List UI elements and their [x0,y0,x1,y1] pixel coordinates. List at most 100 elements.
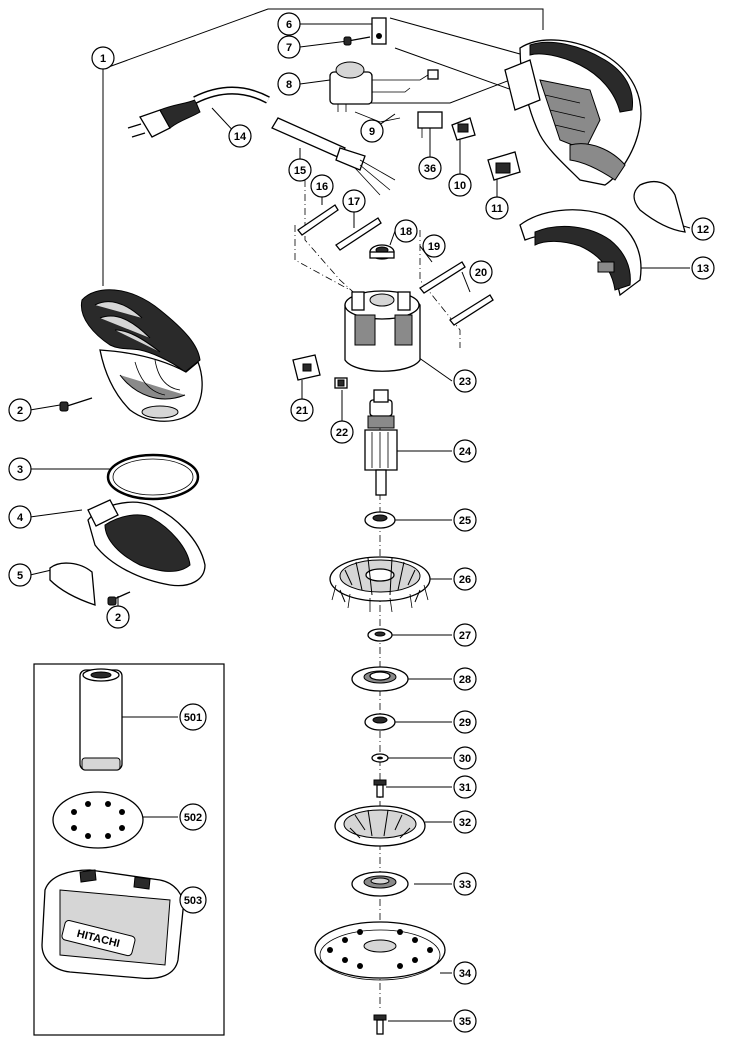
callout-16: 16 [310,174,334,198]
pad-part-34 [314,921,446,981]
callout-13-label: 13 [697,263,709,275]
sanding-disc-part-502 [52,791,144,849]
callout-8-label: 8 [286,79,292,91]
callout-30-label: 30 [459,753,471,765]
bearing-part-25 [364,511,396,529]
bearing-part-29 [364,713,396,731]
flap-part-5 [49,562,96,606]
callout-1-label: 1 [100,53,106,65]
callout-6: 6 [277,12,301,36]
callout-16-label: 16 [316,181,328,193]
callout-36: 36 [418,156,442,180]
callout-10: 10 [448,173,472,197]
callout-34: 34 [453,961,477,985]
callout-5-label: 5 [17,570,23,582]
callout-4: 4 [8,505,32,529]
terminal-part-17 [335,217,382,251]
callout-32-label: 32 [459,817,471,829]
callout-34-label: 34 [459,968,472,980]
callout-21-label: 21 [296,405,308,417]
callout-2-lower-label: 2 [115,612,121,624]
accessories-box [33,663,225,1036]
callout-28: 28 [453,667,477,691]
brush-part-22 [334,377,348,389]
callout-29: 29 [453,710,477,734]
o-ring-part-3 [106,453,200,501]
terminal-part-16 [297,204,339,236]
callout-15: 15 [288,158,312,182]
handle-housing-part-1 [80,289,203,422]
dust-cover-part-4 [87,499,206,587]
dust-canister-part-501 [79,668,123,771]
screw-part-2-lower [107,591,131,606]
callout-10-label: 10 [454,180,466,192]
callout-502-label: 502 [184,812,202,824]
callout-33: 33 [453,872,477,896]
callout-14: 14 [228,124,252,148]
callout-503-label: 503 [184,895,202,907]
callout-20: 20 [469,260,493,284]
callout-36-label: 36 [424,163,436,175]
callout-21: 21 [290,398,314,422]
callout-17: 17 [342,189,366,213]
callout-7-label: 7 [286,42,292,54]
pad-holder-part-33 [351,871,409,897]
callout-3: 3 [8,457,32,481]
housing-top-assembly [504,39,642,186]
callout-35-label: 35 [459,1016,471,1028]
brand-logo: HITACHI [61,919,136,957]
callout-15-label: 15 [294,165,306,177]
washer-part-30 [371,753,389,763]
callout-3-label: 3 [17,464,23,476]
callout-18-label: 18 [400,226,412,238]
fan-part-26 [329,556,431,613]
callout-7: 7 [277,35,301,59]
callout-23: 23 [453,369,477,393]
callout-8: 8 [277,72,301,96]
cord-armor-part-15 [271,117,396,196]
callout-11: 11 [485,196,509,220]
callout-2-upper: 2 [8,398,32,422]
callout-5: 5 [8,563,32,587]
bearing-part-18 [369,244,395,260]
callout-25-label: 25 [459,515,471,527]
callout-503: 503 [179,886,207,914]
callout-28-label: 28 [459,674,471,686]
callout-20-label: 20 [475,267,487,279]
callout-35: 35 [453,1009,477,1033]
lower-cover-part-13 [519,209,642,297]
switch-part-11 [487,151,521,181]
bolt-part-31 [373,779,387,798]
callout-26: 26 [453,567,477,591]
screw-part-2-upper [59,397,93,412]
callout-17-label: 17 [348,196,360,208]
connector-part-10 [451,117,476,141]
callout-32: 32 [453,810,477,834]
cord-plug-part-14 [127,86,270,138]
callout-27-label: 27 [459,630,471,642]
callout-14-label: 14 [234,131,247,143]
bracket-part-6 [371,17,387,45]
callout-24-label: 24 [459,446,472,458]
callout-501-label: 501 [184,712,202,724]
callout-27: 27 [453,623,477,647]
screw-part-35 [373,1014,387,1035]
callout-2-upper-label: 2 [17,405,23,417]
callout-30: 30 [453,746,477,770]
callout-22: 22 [330,420,354,444]
callout-11-label: 11 [491,203,503,215]
switch-part-21 [292,354,321,381]
callout-19: 19 [422,234,446,258]
callout-12-label: 12 [697,224,709,236]
callout-23-label: 23 [459,376,471,388]
terminal-part-20 [449,294,494,326]
callout-502: 502 [179,803,207,831]
callout-501: 501 [179,703,207,731]
callout-31: 31 [453,775,477,799]
suppressor-part-8 [329,61,439,112]
terminal-part-19 [419,261,466,294]
carrying-case-part-503: HITACHI [41,869,184,980]
callout-4-label: 4 [17,512,24,524]
